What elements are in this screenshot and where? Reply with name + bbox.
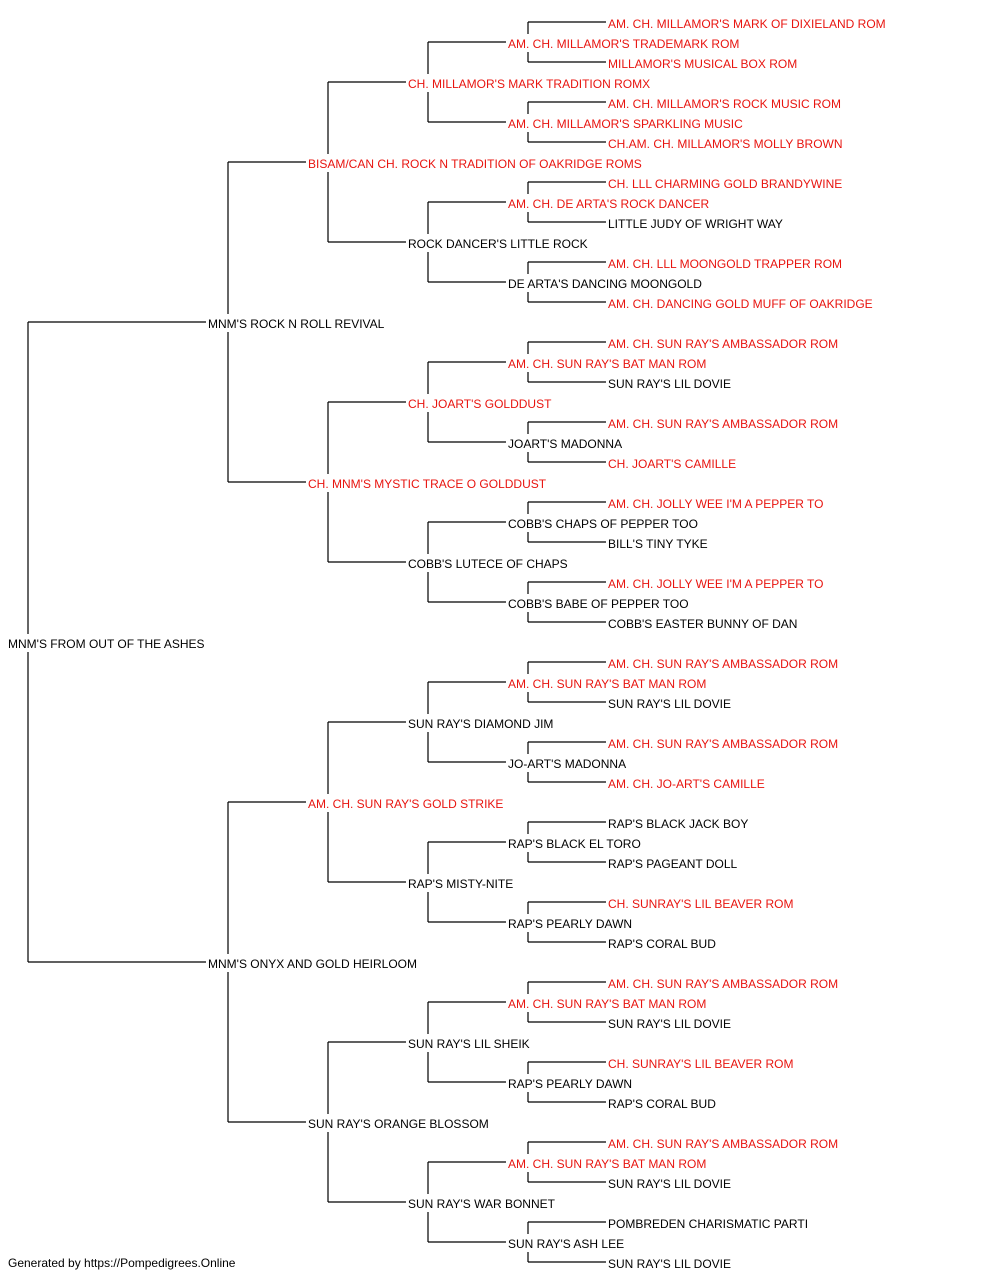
pedigree-connector-lines (27, 21, 606, 1263)
ancestor-name-gen2: CH. MNM'S MYSTIC TRACE O GOLDDUST (308, 477, 547, 491)
ancestor-name-gen4: AM. CH. DE ARTA'S ROCK DANCER (508, 197, 710, 211)
ancestor-name-gen5: AM. CH. SUN RAY'S AMBASSADOR ROM (608, 417, 838, 431)
ancestor-name-gen5: AM. CH. JOLLY WEE I'M A PEPPER TO (608, 577, 823, 591)
ancestor-name-gen5: RAP'S BLACK JACK BOY (608, 817, 748, 831)
ancestor-name-gen4: JO-ART'S MADONNA (508, 757, 626, 771)
ancestor-name-gen5: BILL'S TINY TYKE (608, 537, 708, 551)
ancestor-name-gen5: AM. CH. SUN RAY'S AMBASSADOR ROM (608, 977, 838, 991)
ancestor-name-gen5: RAP'S CORAL BUD (608, 937, 716, 951)
ancestor-name-gen5: SUN RAY'S LIL DOVIE (608, 1017, 731, 1031)
ancestor-name-gen5: AM. CH. MILLAMOR'S ROCK MUSIC ROM (608, 97, 841, 111)
ancestor-name-gen5: RAP'S CORAL BUD (608, 1097, 716, 1111)
ancestor-name-gen5: AM. CH. SUN RAY'S AMBASSADOR ROM (608, 337, 838, 351)
ancestor-name-gen4: JOART'S MADONNA (508, 437, 622, 451)
ancestor-name-gen4: AM. CH. MILLAMOR'S TRADEMARK ROM (508, 37, 739, 51)
ancestor-name-gen5: AM. CH. JO-ART'S CAMILLE (608, 777, 765, 791)
generated-by-footer: Generated by https://Pompedigrees.Online (8, 1256, 236, 1270)
ancestor-name-gen2: BISAM/CAN CH. ROCK N TRADITION OF OAKRID… (308, 157, 642, 171)
ancestor-name-gen3: CH. MILLAMOR'S MARK TRADITION ROMX (408, 77, 650, 91)
ancestor-name-gen5: CH. SUNRAY'S LIL BEAVER ROM (608, 897, 793, 911)
ancestor-name-gen1: MNM'S ONYX AND GOLD HEIRLOOM (208, 957, 417, 971)
ancestor-name-gen5: SUN RAY'S LIL DOVIE (608, 697, 731, 711)
ancestor-name-gen4: AM. CH. SUN RAY'S BAT MAN ROM (508, 997, 706, 1011)
ancestor-name-gen5: AM. CH. DANCING GOLD MUFF OF OAKRIDGE (608, 297, 873, 311)
ancestor-name-gen4: SUN RAY'S ASH LEE (508, 1237, 624, 1251)
ancestor-name-gen5: LITTLE JUDY OF WRIGHT WAY (608, 217, 783, 231)
ancestor-name-gen5: SUN RAY'S LIL DOVIE (608, 1177, 731, 1191)
subject-name: MNM'S FROM OUT OF THE ASHES (8, 637, 205, 651)
ancestor-name-gen5: AM. CH. MILLAMOR'S MARK OF DIXIELAND ROM (608, 17, 886, 31)
ancestor-name-gen3: SUN RAY'S LIL SHEIK (408, 1037, 530, 1051)
ancestor-name-gen3: CH. JOART'S GOLDDUST (408, 397, 552, 411)
ancestor-name-gen4: DE ARTA'S DANCING MOONGOLD (508, 277, 702, 291)
ancestor-name-gen5: COBB'S EASTER BUNNY OF DAN (608, 617, 797, 631)
ancestor-name-gen4: AM. CH. SUN RAY'S BAT MAN ROM (508, 677, 706, 691)
ancestor-name-gen5: SUN RAY'S LIL DOVIE (608, 1257, 731, 1271)
ancestor-name-gen5: AM. CH. JOLLY WEE I'M A PEPPER TO (608, 497, 823, 511)
ancestor-name-gen4: AM. CH. SUN RAY'S BAT MAN ROM (508, 357, 706, 371)
ancestor-name-gen5: POMBREDEN CHARISMATIC PARTI (608, 1217, 808, 1231)
ancestor-name-gen3: ROCK DANCER'S LITTLE ROCK (408, 237, 588, 251)
ancestor-name-gen5: CH. SUNRAY'S LIL BEAVER ROM (608, 1057, 793, 1071)
pedigree-name-labels: MNM'S FROM OUT OF THE ASHES MNM'S ROCK N … (8, 17, 886, 1271)
ancestor-name-gen4: RAP'S PEARLY DAWN (508, 1077, 632, 1091)
ancestor-name-gen3: RAP'S MISTY-NITE (408, 877, 513, 891)
ancestor-name-gen4: AM. CH. SUN RAY'S BAT MAN ROM (508, 1157, 706, 1171)
ancestor-name-gen5: CH. LLL CHARMING GOLD BRANDYWINE (608, 177, 842, 191)
ancestor-name-gen4: RAP'S BLACK EL TORO (508, 837, 641, 851)
ancestor-name-gen3: SUN RAY'S DIAMOND JIM (408, 717, 553, 731)
ancestor-name-gen5: AM. CH. SUN RAY'S AMBASSADOR ROM (608, 657, 838, 671)
ancestor-name-gen3: COBB'S LUTECE OF CHAPS (408, 557, 568, 571)
ancestor-name-gen5: RAP'S PAGEANT DOLL (608, 857, 738, 871)
ancestor-name-gen2: SUN RAY'S ORANGE BLOSSOM (308, 1117, 489, 1131)
ancestor-name-gen5: CH.AM. CH. MILLAMOR'S MOLLY BROWN (608, 137, 843, 151)
ancestor-name-gen5: SUN RAY'S LIL DOVIE (608, 377, 731, 391)
ancestor-name-gen4: COBB'S BABE OF PEPPER TOO (508, 597, 689, 611)
ancestor-name-gen5: AM. CH. SUN RAY'S AMBASSADOR ROM (608, 737, 838, 751)
ancestor-name-gen5: AM. CH. SUN RAY'S AMBASSADOR ROM (608, 1137, 838, 1151)
ancestor-name-gen2: AM. CH. SUN RAY'S GOLD STRIKE (308, 797, 503, 811)
ancestor-name-gen5: AM. CH. LLL MOONGOLD TRAPPER ROM (608, 257, 842, 271)
ancestor-name-gen4: RAP'S PEARLY DAWN (508, 917, 632, 931)
ancestor-name-gen5: CH. JOART'S CAMILLE (608, 457, 736, 471)
ancestor-name-gen4: COBB'S CHAPS OF PEPPER TOO (508, 517, 698, 531)
ancestor-name-gen5: MILLAMOR'S MUSICAL BOX ROM (608, 57, 797, 71)
ancestor-name-gen1: MNM'S ROCK N ROLL REVIVAL (208, 317, 385, 331)
ancestor-name-gen3: SUN RAY'S WAR BONNET (408, 1197, 556, 1211)
ancestor-name-gen4: AM. CH. MILLAMOR'S SPARKLING MUSIC (508, 117, 743, 131)
